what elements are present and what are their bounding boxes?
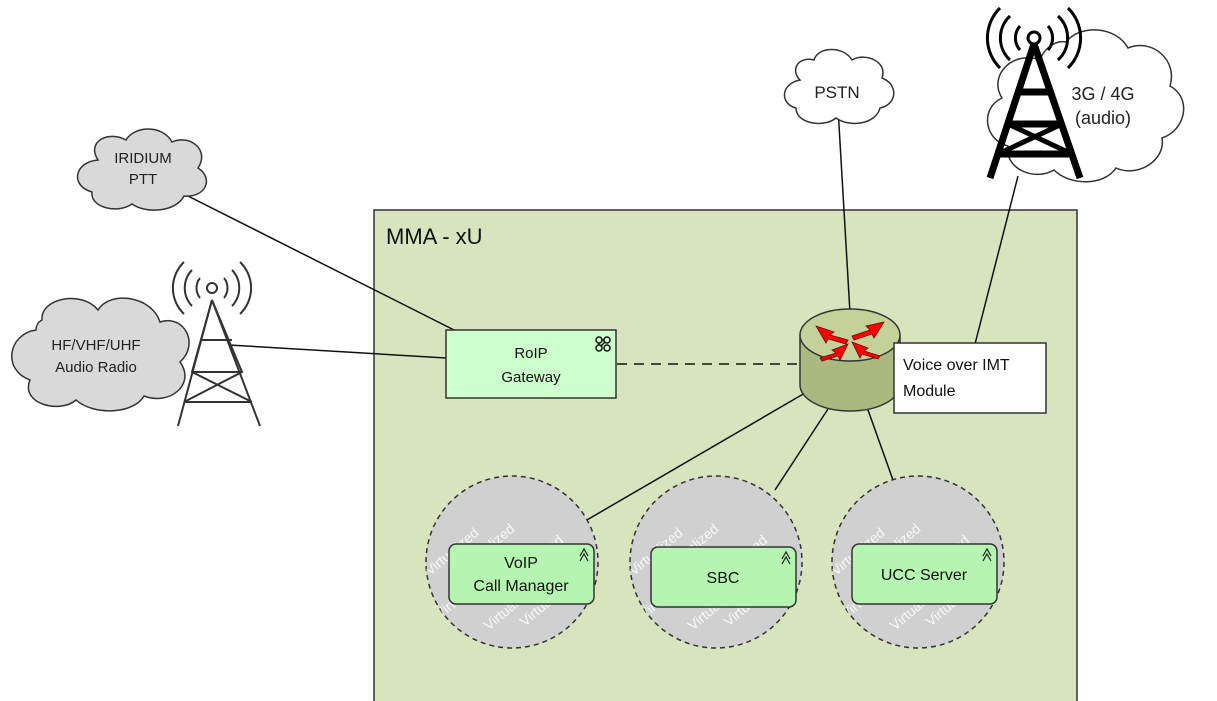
iridium-cloud: IRIDIUM PTT: [76, 128, 208, 211]
cellular-label: 3G / 4G: [1071, 84, 1134, 104]
radio-cloud: HF/VHF/UHF Audio Radio: [11, 297, 190, 412]
link-pstn-router: [837, 107, 851, 314]
link-router-sbc: [774, 408, 829, 491]
router[interactable]: [799, 308, 901, 412]
connection-lines: [179, 107, 1019, 525]
imt-label: Voice over IMT: [903, 357, 1010, 374]
gateway-label: RoIP: [514, 345, 547, 362]
imt-module[interactable]: Voice over IMT Module: [893, 342, 1047, 414]
roip-gateway[interactable]: RoIP Gateway: [445, 329, 617, 399]
ucc-server[interactable]: UCC Server: [851, 543, 998, 605]
chevron-up-icon: [982, 547, 992, 562]
service-label: SBC: [707, 570, 740, 587]
link-iridium-gateway: [179, 191, 461, 334]
pstn-label: PSTN: [814, 83, 859, 102]
sbc[interactable]: SBC: [650, 546, 797, 608]
chevron-up-icon: [781, 550, 791, 565]
cellular-cloud: 3G / 4G (audio): [986, 29, 1185, 183]
imt-sublabel: Module: [903, 383, 956, 400]
cellular-sublabel: (audio): [1075, 108, 1131, 128]
link-cellular-imt: [974, 175, 1019, 345]
link-router-voip: [579, 392, 806, 525]
pstn-cloud: PSTN: [783, 48, 895, 125]
voip-call-manager[interactable]: VoIP Call Manager: [448, 543, 595, 605]
service-sublabel: Call Manager: [473, 578, 569, 595]
radio-sublabel: Audio Radio: [55, 359, 137, 376]
service-label: VoIP: [504, 555, 538, 572]
service-label: UCC Server: [881, 567, 968, 584]
cell-tower-icon: [985, 6, 1084, 180]
chevron-up-icon: [579, 547, 589, 562]
component-icon: [595, 336, 611, 352]
gateway-sublabel: Gateway: [501, 369, 561, 386]
radio-tower-icon: [171, 261, 261, 427]
iridium-sublabel: PTT: [129, 171, 157, 188]
zone-label: MMA - xU: [386, 224, 483, 249]
radio-label: HF/VHF/UHF: [51, 337, 140, 354]
iridium-label: IRIDIUM: [114, 150, 172, 167]
link-radio-gateway: [228, 344, 447, 359]
link-router-ucc: [867, 409, 894, 481]
router-icon: [815, 321, 885, 362]
